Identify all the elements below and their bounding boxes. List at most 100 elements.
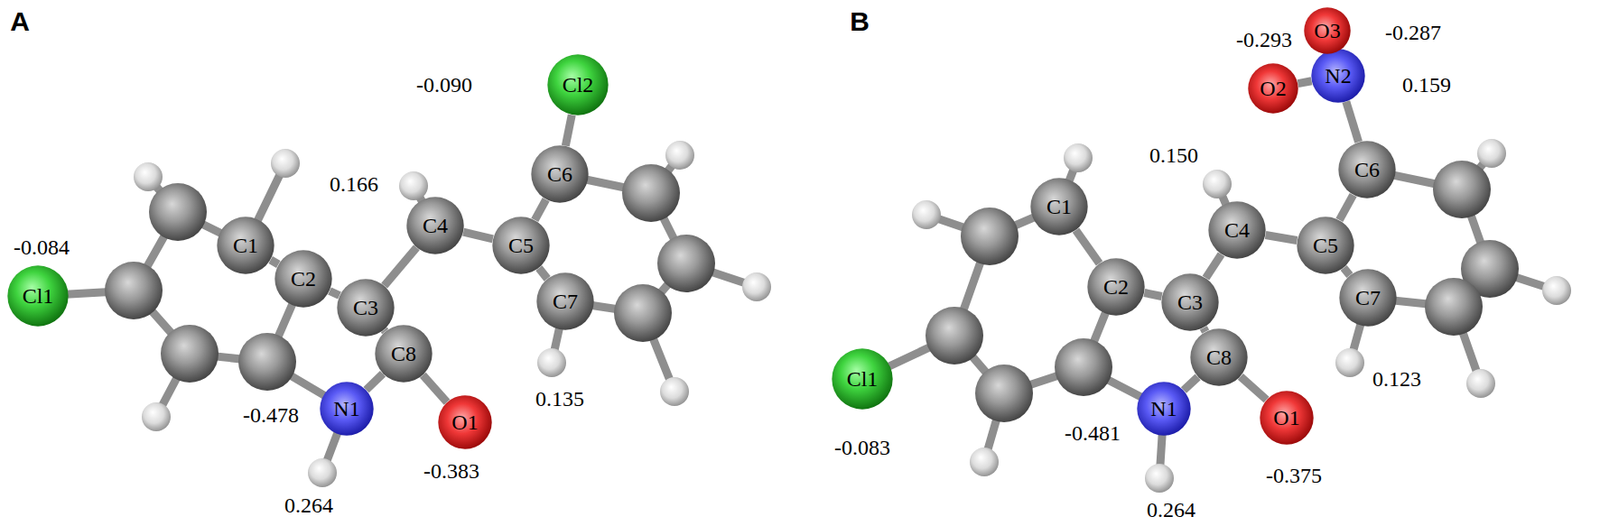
atom-label: C2 bbox=[290, 268, 317, 290]
bond bbox=[366, 373, 383, 391]
carbon-atom bbox=[104, 261, 163, 320]
hydrogen-atom bbox=[307, 458, 337, 488]
charge-value: 0.159 bbox=[1402, 74, 1452, 96]
carbon-atom bbox=[975, 364, 1033, 423]
bond bbox=[1265, 234, 1298, 241]
atom-ball: O1 bbox=[437, 395, 493, 450]
atom-sphere-fill bbox=[530, 145, 588, 203]
atom-sphere-fill bbox=[831, 348, 893, 410]
atom-sphere-fill bbox=[547, 54, 608, 115]
charge-value: 0.264 bbox=[1146, 499, 1196, 521]
hydrogen-atom bbox=[911, 200, 941, 230]
atom-label: O1 bbox=[451, 411, 478, 434]
atom-sphere-fill bbox=[1030, 177, 1088, 235]
atom-ball: C4 bbox=[406, 196, 465, 255]
bond bbox=[1144, 292, 1162, 297]
atom-sphere-fill bbox=[1259, 390, 1313, 445]
charge-value: 0.135 bbox=[535, 388, 585, 410]
atom-sphere-fill bbox=[536, 272, 594, 330]
bond bbox=[384, 247, 418, 286]
atom-ball: C5 bbox=[1296, 216, 1355, 275]
hydrogen-atom bbox=[1542, 276, 1572, 306]
atom-label: C6 bbox=[1354, 158, 1380, 181]
charge-value: -0.293 bbox=[1236, 28, 1293, 51]
bond bbox=[1075, 230, 1099, 264]
carbon-atom bbox=[622, 164, 680, 223]
hydrogen-atom bbox=[1466, 369, 1496, 399]
atom-sphere-fill bbox=[1338, 140, 1396, 198]
atom-label: C4 bbox=[422, 214, 448, 237]
hydrogen-atom bbox=[1335, 348, 1365, 378]
atom-ball: C5 bbox=[492, 216, 550, 275]
atom-label: N2 bbox=[1324, 65, 1351, 87]
atom-label: C5 bbox=[1312, 234, 1339, 257]
atom-ball: Cl1 bbox=[7, 265, 69, 327]
hydrogen-atom bbox=[141, 402, 171, 432]
hydrogen-atom bbox=[399, 171, 428, 201]
atom-sphere-fill bbox=[437, 395, 492, 449]
atom-sphere-fill bbox=[1136, 381, 1191, 436]
atom-ball: C8 bbox=[1190, 328, 1248, 387]
atom-ball: C3 bbox=[336, 279, 395, 337]
bond bbox=[1240, 376, 1267, 400]
atom-ball: C6 bbox=[1338, 140, 1396, 199]
atom-sphere-fill bbox=[1247, 63, 1298, 113]
carbon-atom bbox=[1424, 278, 1483, 336]
panel-letter: B bbox=[849, 8, 870, 36]
atom-ball: C2 bbox=[274, 250, 333, 308]
atom-ball: C4 bbox=[1208, 201, 1266, 260]
carbon-atom bbox=[613, 284, 672, 343]
carbon-atom bbox=[148, 183, 207, 242]
hydrogen-atom bbox=[1144, 464, 1174, 494]
bond bbox=[422, 375, 447, 403]
hydrogen-atoms bbox=[133, 139, 1572, 494]
hydrogen-atom bbox=[660, 377, 689, 407]
atom-sphere-fill bbox=[374, 325, 432, 382]
edge-group bbox=[270, 49, 1359, 403]
bond bbox=[1203, 327, 1206, 332]
atom-sphere-fill bbox=[1190, 328, 1247, 386]
atom-sphere-fill bbox=[1087, 258, 1145, 316]
atom-ball: Cl2 bbox=[547, 54, 609, 116]
atom-ball: C8 bbox=[374, 325, 433, 383]
atom-ball: N1 bbox=[1136, 381, 1191, 437]
atom-label: C7 bbox=[1355, 287, 1381, 309]
hydrogen-atom bbox=[537, 348, 567, 378]
bond bbox=[1343, 268, 1350, 276]
atom-sphere-fill bbox=[1296, 216, 1354, 274]
panel-letter: A bbox=[9, 8, 30, 36]
atom-sphere-fill bbox=[1303, 7, 1350, 54]
charge-value: -0.287 bbox=[1385, 21, 1442, 44]
carbon-atom bbox=[1432, 160, 1491, 219]
charge-value: 0.150 bbox=[1149, 144, 1199, 167]
atom-ball: N1 bbox=[319, 381, 374, 437]
atom-label: C5 bbox=[508, 234, 534, 257]
bond-group bbox=[37, 153, 1557, 479]
atom-ball: C1 bbox=[1030, 177, 1089, 236]
bond bbox=[1297, 81, 1312, 84]
atom-sphere-fill bbox=[1161, 273, 1219, 331]
carbon-atom bbox=[960, 207, 1019, 266]
atom-label: C3 bbox=[1177, 291, 1203, 314]
atom-ball: Cl1 bbox=[831, 348, 894, 410]
hydrogen-atom bbox=[969, 447, 999, 477]
atom-label: C2 bbox=[1103, 276, 1129, 298]
atom-sphere-fill bbox=[492, 216, 549, 274]
atom-label: C3 bbox=[353, 297, 379, 319]
atom-sphere-fill bbox=[319, 381, 373, 436]
bond bbox=[270, 260, 280, 265]
carbon-atom bbox=[925, 306, 984, 365]
bond bbox=[329, 290, 340, 296]
atom-label: C1 bbox=[1046, 195, 1072, 218]
charge-value: 0.264 bbox=[284, 494, 334, 517]
atom-label: Cl1 bbox=[846, 368, 879, 391]
atom-label: Cl1 bbox=[22, 285, 55, 307]
atom-label: C8 bbox=[390, 343, 417, 365]
bond bbox=[383, 330, 385, 333]
atom-ball: O3 bbox=[1303, 7, 1351, 55]
atom-ball: C1 bbox=[216, 216, 275, 275]
atom-ball: C6 bbox=[530, 145, 589, 204]
atom-sphere-fill bbox=[1339, 269, 1396, 326]
atom-ball: O1 bbox=[1259, 390, 1314, 446]
